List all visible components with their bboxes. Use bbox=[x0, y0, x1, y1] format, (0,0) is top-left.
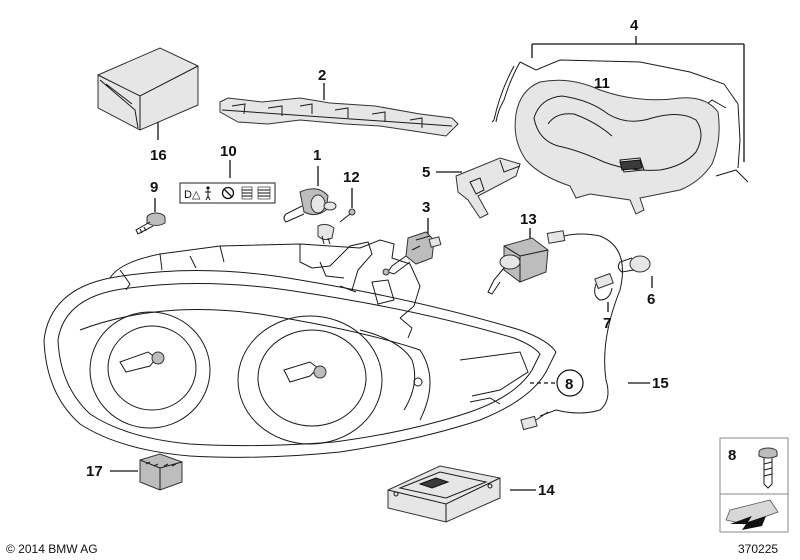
control-unit-14-part bbox=[387, 465, 501, 523]
bulb-1-part bbox=[283, 188, 337, 223]
cable-15-part bbox=[520, 230, 623, 431]
bulb-7-part bbox=[594, 272, 614, 301]
bulb-6-part bbox=[617, 255, 651, 273]
copyright-text: © 2014 BMW AG bbox=[6, 542, 98, 556]
callout-12: 12 bbox=[343, 169, 360, 186]
diagram-number: 370225 bbox=[738, 542, 778, 556]
screw-8-panel: 8 bbox=[719, 437, 789, 533]
callout-8-circle: 8 bbox=[565, 376, 573, 393]
connector-17-part bbox=[139, 453, 183, 491]
callout-13: 13 bbox=[520, 211, 537, 228]
callout-8-box: 8 bbox=[728, 447, 736, 464]
callout-9: 9 bbox=[150, 179, 158, 196]
label-plate-text: D△ bbox=[184, 189, 201, 201]
arrow-icon bbox=[725, 499, 779, 530]
callout-15: 15 bbox=[652, 375, 669, 392]
callout-2: 2 bbox=[318, 67, 326, 84]
callout-14: 14 bbox=[538, 482, 555, 499]
leader-4 bbox=[531, 36, 745, 162]
screw-reference-circle bbox=[556, 369, 584, 397]
bulb-socket-part bbox=[317, 223, 335, 245]
headlight-housing-11-part bbox=[514, 79, 720, 215]
screw-8-part bbox=[758, 447, 778, 489]
bulb-holder-3-part bbox=[382, 231, 442, 276]
callout-5: 5 bbox=[422, 164, 430, 181]
warning-label-part: D△ bbox=[179, 182, 276, 204]
igniter-13-part bbox=[487, 237, 549, 295]
lines-icon bbox=[241, 186, 271, 200]
headlight-assembly-part bbox=[43, 239, 557, 458]
callout-1: 1 bbox=[313, 147, 321, 164]
prohibited-icon bbox=[221, 186, 235, 200]
mounting-bracket-part bbox=[219, 97, 459, 137]
person-icon bbox=[205, 186, 211, 201]
callout-16: 16 bbox=[150, 147, 167, 164]
clip-bracket-5-part bbox=[455, 157, 521, 219]
callout-4: 4 bbox=[630, 17, 639, 34]
package-box-part bbox=[97, 47, 199, 131]
callout-11: 11 bbox=[594, 75, 610, 92]
callout-3: 3 bbox=[422, 199, 430, 216]
screw-12-part bbox=[339, 208, 356, 223]
screw-9-part bbox=[135, 212, 166, 235]
callout-10: 10 bbox=[220, 143, 237, 160]
callout-6: 6 bbox=[647, 291, 655, 308]
callout-17: 17 bbox=[86, 463, 103, 480]
callout-7: 7 bbox=[603, 315, 611, 332]
